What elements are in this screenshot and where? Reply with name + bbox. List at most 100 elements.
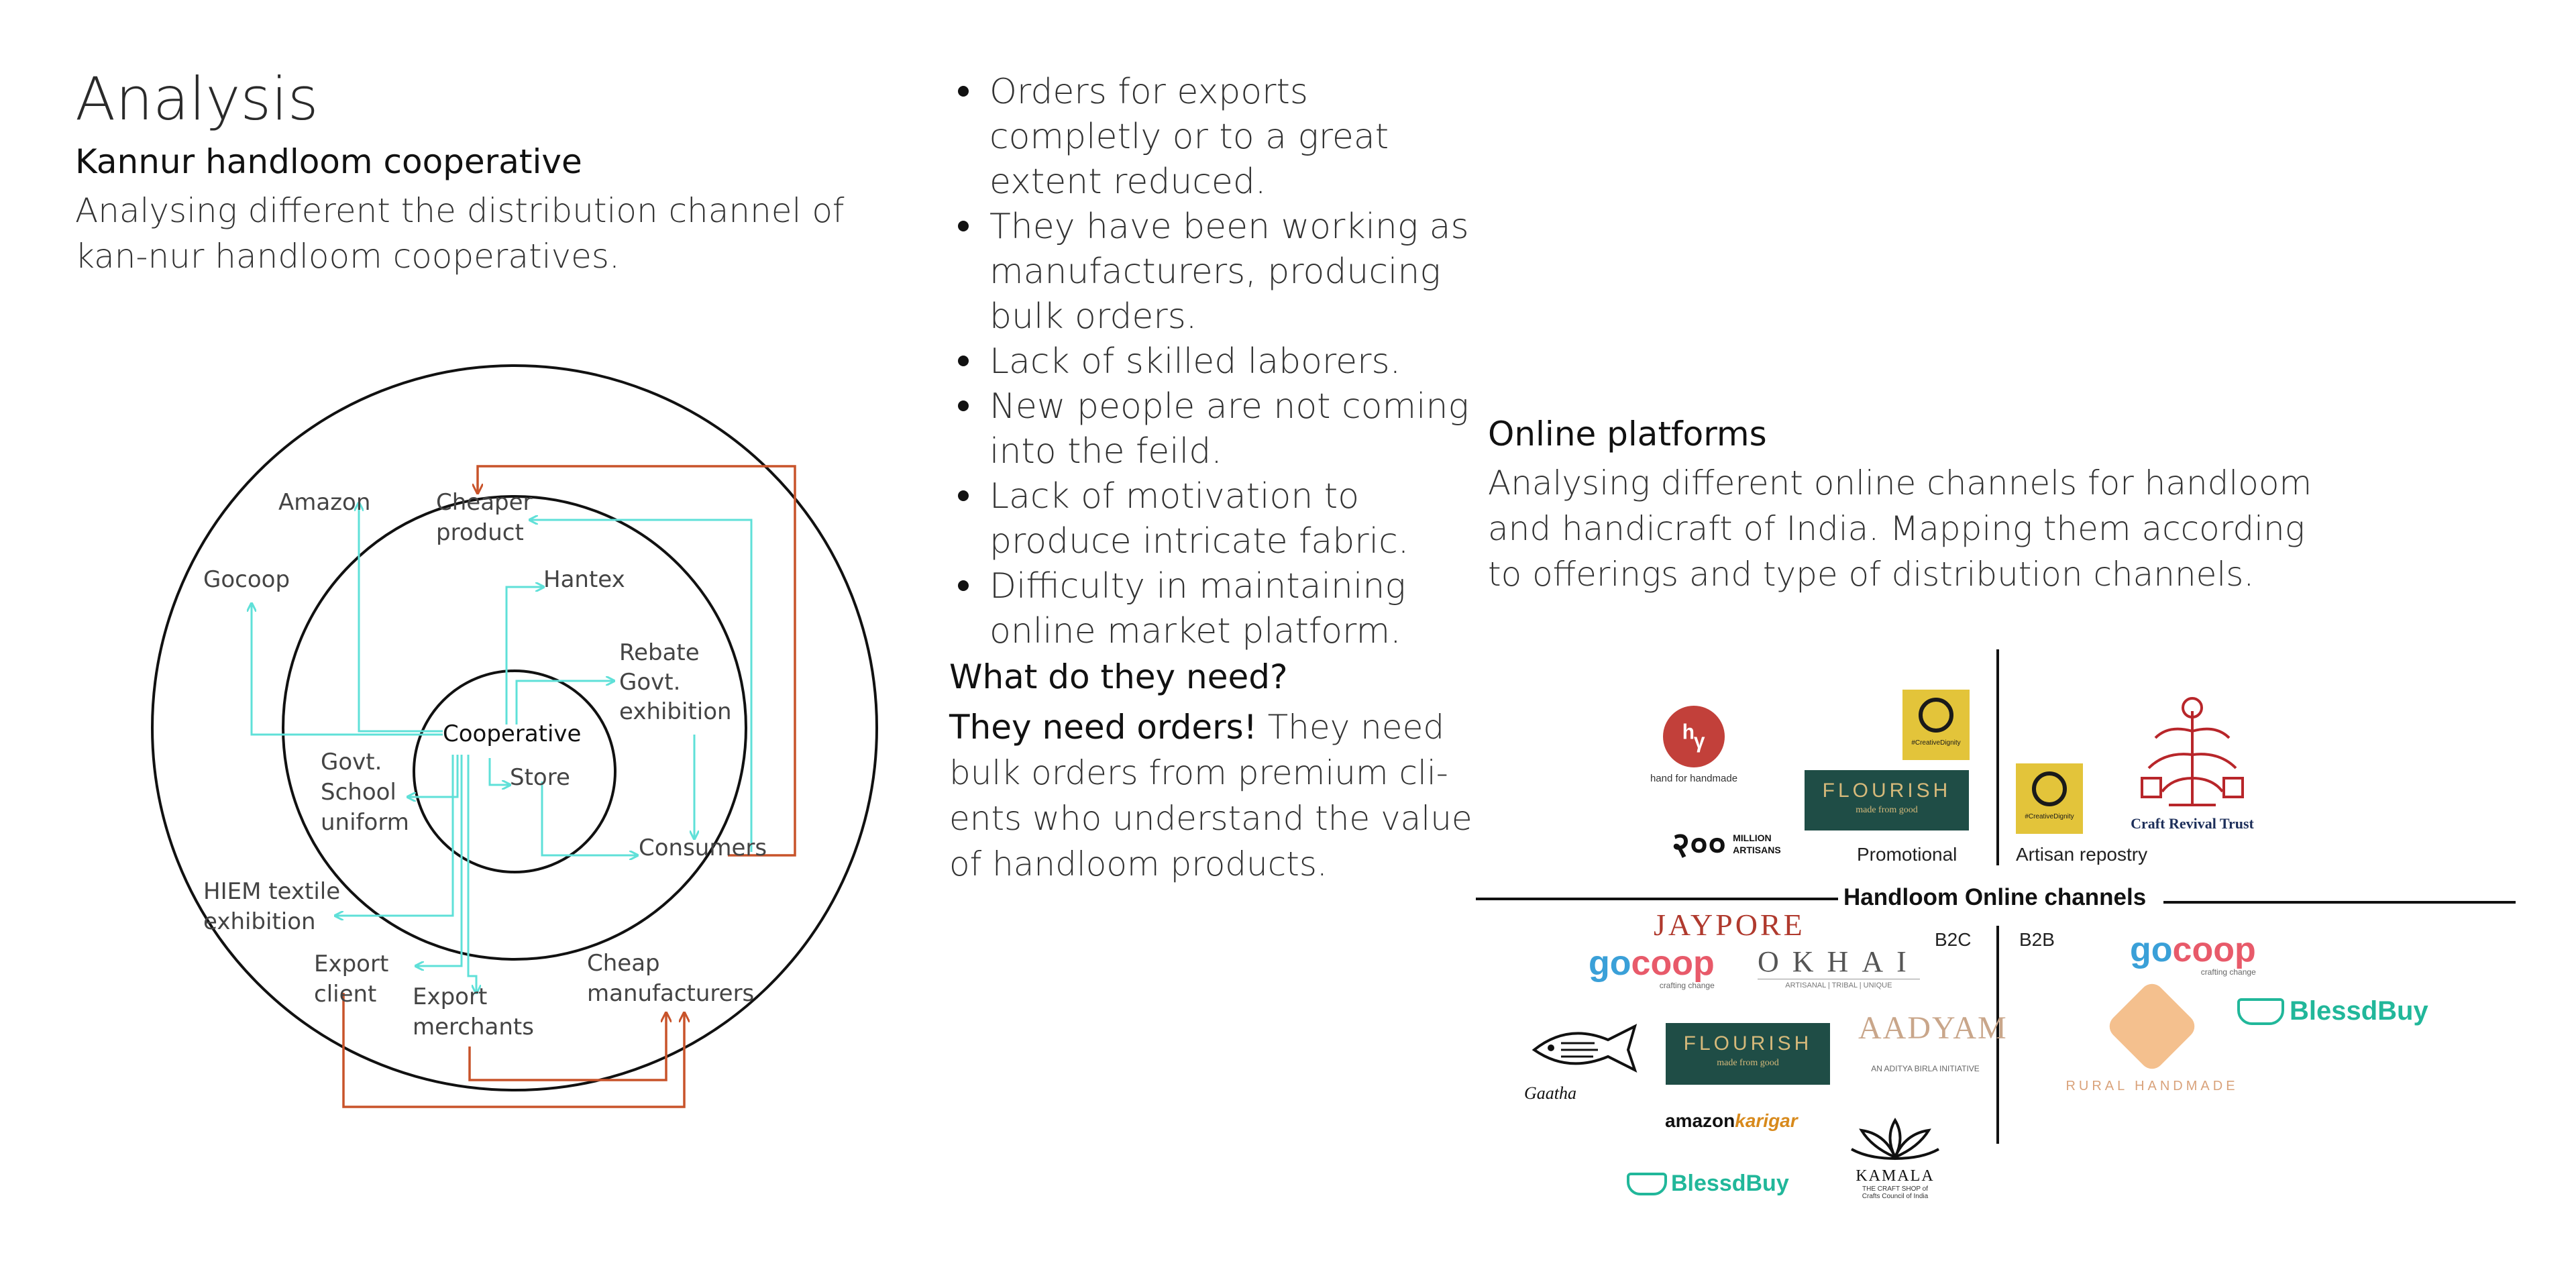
label-gocoop: Gocoop [203, 566, 290, 593]
label-export-merchants-1: Export [413, 983, 487, 1010]
tree-of-life-icon [2141, 697, 2244, 806]
label-govt-1: Govt. [321, 749, 382, 775]
label-rebate-2: Govt. [619, 669, 680, 696]
label-rebate-1: Rebate [619, 639, 700, 666]
arrow-to-export-client [416, 755, 463, 966]
label-rebate-3: exhibition [619, 698, 732, 725]
label-cooperative: Cooperative [443, 720, 581, 747]
quadrant-b2b: B2B [2019, 929, 2055, 950]
fish-icon [1532, 1024, 1638, 1073]
label-govt-3: uniform [321, 809, 409, 836]
kamala-logo: KAMALA THE CRAFT SHOP of Crafts Council … [1841, 1117, 1949, 1200]
hand-for-handmade-text: hand for handmade [1650, 773, 1738, 784]
creative-dignity-icon-2 [2032, 771, 2067, 806]
gaatha-logo: Gaatha [1517, 1013, 1645, 1104]
needs-text: They need bulk orders from premium cli-e… [949, 708, 1472, 883]
issue-item: They have been working as manufacturers,… [953, 205, 1489, 339]
issue-item: Difficulty in maintaining online market … [953, 564, 1489, 654]
gocoop-sub: crafting change [1659, 981, 1715, 990]
online-description: Analysing different online channels for … [1488, 464, 2312, 594]
label-consumers: Consumers [639, 835, 767, 861]
label-amazon: Amazon [278, 489, 370, 516]
channels-title: Handloom Online channels [1843, 884, 2147, 910]
creative-dignity-logo-2: #CreativeDignity [2016, 763, 2083, 834]
gocoop-go: go [1589, 944, 1631, 983]
rural-handmade-text: RURAL HANDMADE [2065, 1079, 2239, 1093]
amazon-karigar-karigar: karigar [1735, 1110, 1798, 1131]
inner-ring [413, 669, 616, 873]
million-line-2: ARTISANS [1733, 844, 1781, 855]
label-export-merchants-2: merchants [413, 1014, 534, 1040]
gocoop-wordmark: gocoop [1589, 946, 1715, 981]
quadrant-b2c: B2C [1935, 929, 1972, 950]
label-hantex: Hantex [543, 566, 625, 593]
aadyam-logo: AADYAM AN ADITYA BIRLA INITIATIVE [1858, 1010, 2008, 1073]
online-heading: Online platforms [1488, 415, 1767, 453]
arrow-to-amazon [359, 503, 443, 733]
arrow-to-store [488, 758, 510, 785]
amazon-karigar-amazon: amazon [1665, 1110, 1735, 1131]
200-million-artisans-logo: २०० MILLION ARTISANS [1672, 820, 1781, 867]
arrow-consumers-to-cheaper [478, 465, 796, 857]
gaatha-text: Gaatha [1524, 1083, 1576, 1103]
arrow-to-consumers [541, 782, 637, 855]
label-hiem-1: HIEM textile [203, 878, 340, 905]
blessdbuy-wings-icon-2 [2237, 998, 2284, 1025]
label-hiem-2: exhibition [203, 908, 316, 935]
gocoop-go-2: go [2130, 930, 2173, 969]
cooperative-description: Analysing different the distribution cha… [75, 191, 845, 276]
kamala-text: KAMALA [1856, 1167, 1935, 1185]
label-cheap-2: manufacturers [587, 980, 754, 1007]
label-cheaper-2: product [436, 519, 524, 546]
kamala-sub: THE CRAFT SHOP of Crafts Council of Indi… [1862, 1185, 1929, 1200]
jaypore-logo: JAYPORE [1654, 908, 1805, 942]
diagram-labels: Amazon Cheaper product Gocoop Hantex Reb… [203, 489, 767, 1040]
hand-for-handmade-icon: ʰᵧ [1663, 706, 1725, 767]
issue-item: Orders for exports completly or to a gre… [953, 70, 1489, 205]
needs-bold: They need orders! [949, 708, 1257, 747]
blessdbuy-text: BlessdBuy [1671, 1171, 1789, 1196]
creative-dignity-text: #CreativeDignity [1911, 739, 1961, 747]
flourish-sub: made from good [1856, 805, 1918, 815]
label-store: Store [510, 764, 570, 791]
quadrant-promotional: Promotional [1857, 844, 1957, 865]
gocoop-coop-2: coop [2172, 930, 2256, 969]
issue-item: Lack of motivation to produce intricate … [953, 474, 1489, 564]
arrow-merchants-to-manufacturers [468, 1013, 666, 1081]
flourish-title-2: FLOURISH [1683, 1032, 1813, 1055]
hand-for-handmade-logo: ʰᵧ hand for handmade [1647, 706, 1741, 784]
arrow-to-gocoop [252, 604, 443, 736]
middle-ring [282, 495, 747, 961]
okhai-title: OKHAI [1758, 945, 1920, 978]
cyan-flow-arrows [252, 503, 753, 993]
gocoop-wordmark-2: gocoop [2130, 932, 2256, 967]
flourish-title: FLOURISH [1822, 780, 1951, 802]
label-export-client-2: client [314, 981, 376, 1008]
orange-flow-arrows [342, 465, 796, 1108]
rural-handmade-icon [2104, 979, 2200, 1074]
gocoop-logo-1: gocoop crafting change [1589, 946, 1715, 990]
arrow-to-hiem [335, 755, 454, 916]
lotus-icon [1851, 1118, 1939, 1161]
blessdbuy-logo-1: BlessdBuy [1627, 1171, 1789, 1197]
flourish-logo-1: FLOURISH made from good [1805, 770, 1969, 830]
creative-dignity-logo-1: #CreativeDignity [1902, 690, 1970, 760]
arrow-to-export-merchants [467, 755, 476, 993]
arrow-to-cheaper [530, 520, 753, 852]
rural-handmade-logo: RURAL HANDMADE [2051, 979, 2253, 1094]
aadyam-title: AADYAM [1858, 1010, 2008, 1046]
gocoop-coop: coop [1631, 944, 1715, 983]
blessdbuy-logo-2: BlessdBuy [2237, 996, 2428, 1026]
flourish-logo-2: FLOURISH made from good [1666, 1023, 1830, 1085]
page-title: Analysis [75, 64, 319, 133]
issue-item: Lack of skilled laborers. [953, 339, 1489, 384]
amazon-karigar-logo: amazonkarigar [1665, 1110, 1798, 1132]
million-text: MILLION ARTISANS [1733, 832, 1781, 856]
label-cheaper-1: Cheaper [436, 489, 533, 516]
label-export-client-1: Export [314, 951, 388, 977]
arrow-to-rebate [515, 681, 614, 724]
aadyam-sub: AN ADITYA BIRLA INITIATIVE [1871, 1064, 1980, 1073]
distribution-diagram: Amazon Cheaper product Gocoop Hantex Reb… [151, 364, 878, 1108]
creative-dignity-icon [1919, 698, 1953, 733]
million-number: २०० [1672, 825, 1727, 865]
